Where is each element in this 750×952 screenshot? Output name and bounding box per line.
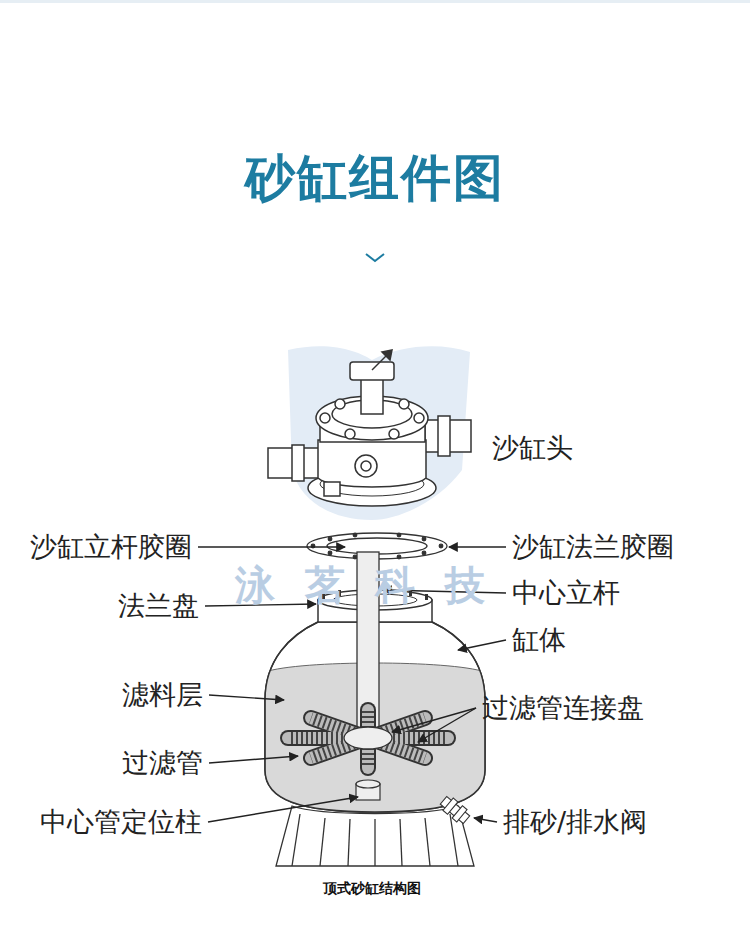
leader-line (474, 818, 497, 822)
leader-line (449, 546, 506, 547)
top-rule (0, 0, 750, 3)
part-label: 过滤管连接盘 (482, 692, 644, 723)
part-label: 沙缸立杆胶圈 (30, 531, 192, 562)
leader-line (458, 640, 506, 650)
drain-valve (438, 794, 471, 826)
leader-line (418, 708, 476, 742)
leader-line (208, 797, 358, 822)
part-label: 沙缸法兰胶圈 (512, 531, 674, 562)
part-label: 沙缸头 (492, 432, 573, 463)
figure-caption: 顶式砂缸结构图 (323, 880, 421, 896)
base-skirt (276, 806, 474, 866)
multiport-valve (268, 350, 471, 506)
locating-post (356, 780, 380, 800)
part-label: 法兰盘 (118, 590, 199, 621)
lateral-hub (344, 727, 392, 749)
part-label: 滤料层 (122, 679, 203, 710)
chevron (366, 254, 384, 261)
part-label: 排砂/排水阀 (503, 806, 647, 837)
part-label: 缸体 (512, 624, 566, 655)
part-label: 中心立杆 (512, 577, 620, 608)
page-title: 砂缸组件图 (245, 150, 505, 208)
leader-line (392, 708, 476, 732)
part-label: 过滤管 (122, 747, 203, 778)
leader-line (198, 546, 345, 547)
watermark: 泳茗科技 (235, 562, 515, 608)
part-label: 中心管定位柱 (40, 806, 202, 837)
leader-line (209, 695, 284, 700)
watermark-logo (288, 346, 470, 520)
leader-line (209, 756, 298, 763)
